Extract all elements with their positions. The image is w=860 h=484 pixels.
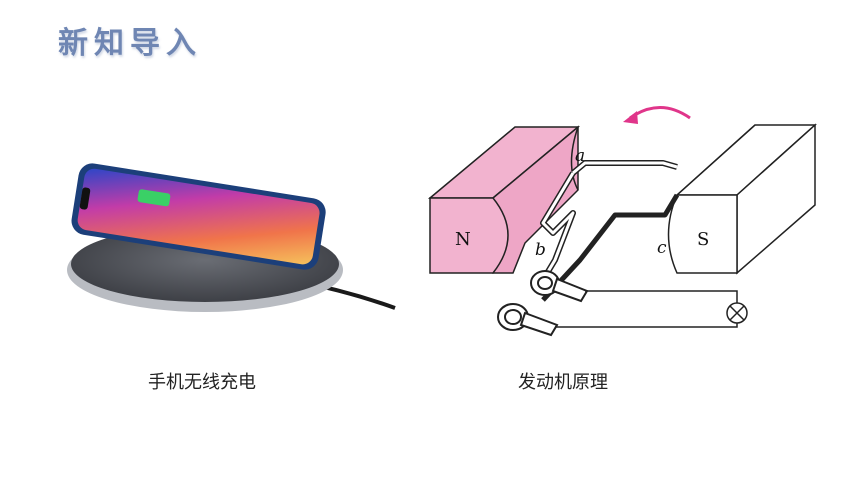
- coil-label-b: b: [535, 240, 546, 260]
- caption-generator-principle: 发动机原理: [518, 372, 608, 393]
- coil-label-a: a: [575, 146, 585, 166]
- phone: [71, 163, 326, 270]
- slip-rings: [497, 270, 589, 337]
- coil: [540, 160, 680, 302]
- pole-label-north: N: [455, 229, 471, 250]
- north-pole-magnet: [427, 125, 581, 274]
- page-title: 新知导入: [58, 26, 202, 61]
- rotation-arrowhead: [623, 111, 638, 124]
- external-circuit: [555, 290, 748, 328]
- south-pole-magnet: [667, 123, 817, 275]
- pole-label-south: S: [697, 229, 709, 250]
- wireless-charging-image: [55, 150, 400, 325]
- coil-label-c: c: [657, 238, 667, 258]
- generator-diagram: N S a b c: [425, 95, 820, 345]
- caption-wireless-charging: 手机无线充电: [148, 372, 256, 393]
- rotation-arrow: [629, 106, 691, 120]
